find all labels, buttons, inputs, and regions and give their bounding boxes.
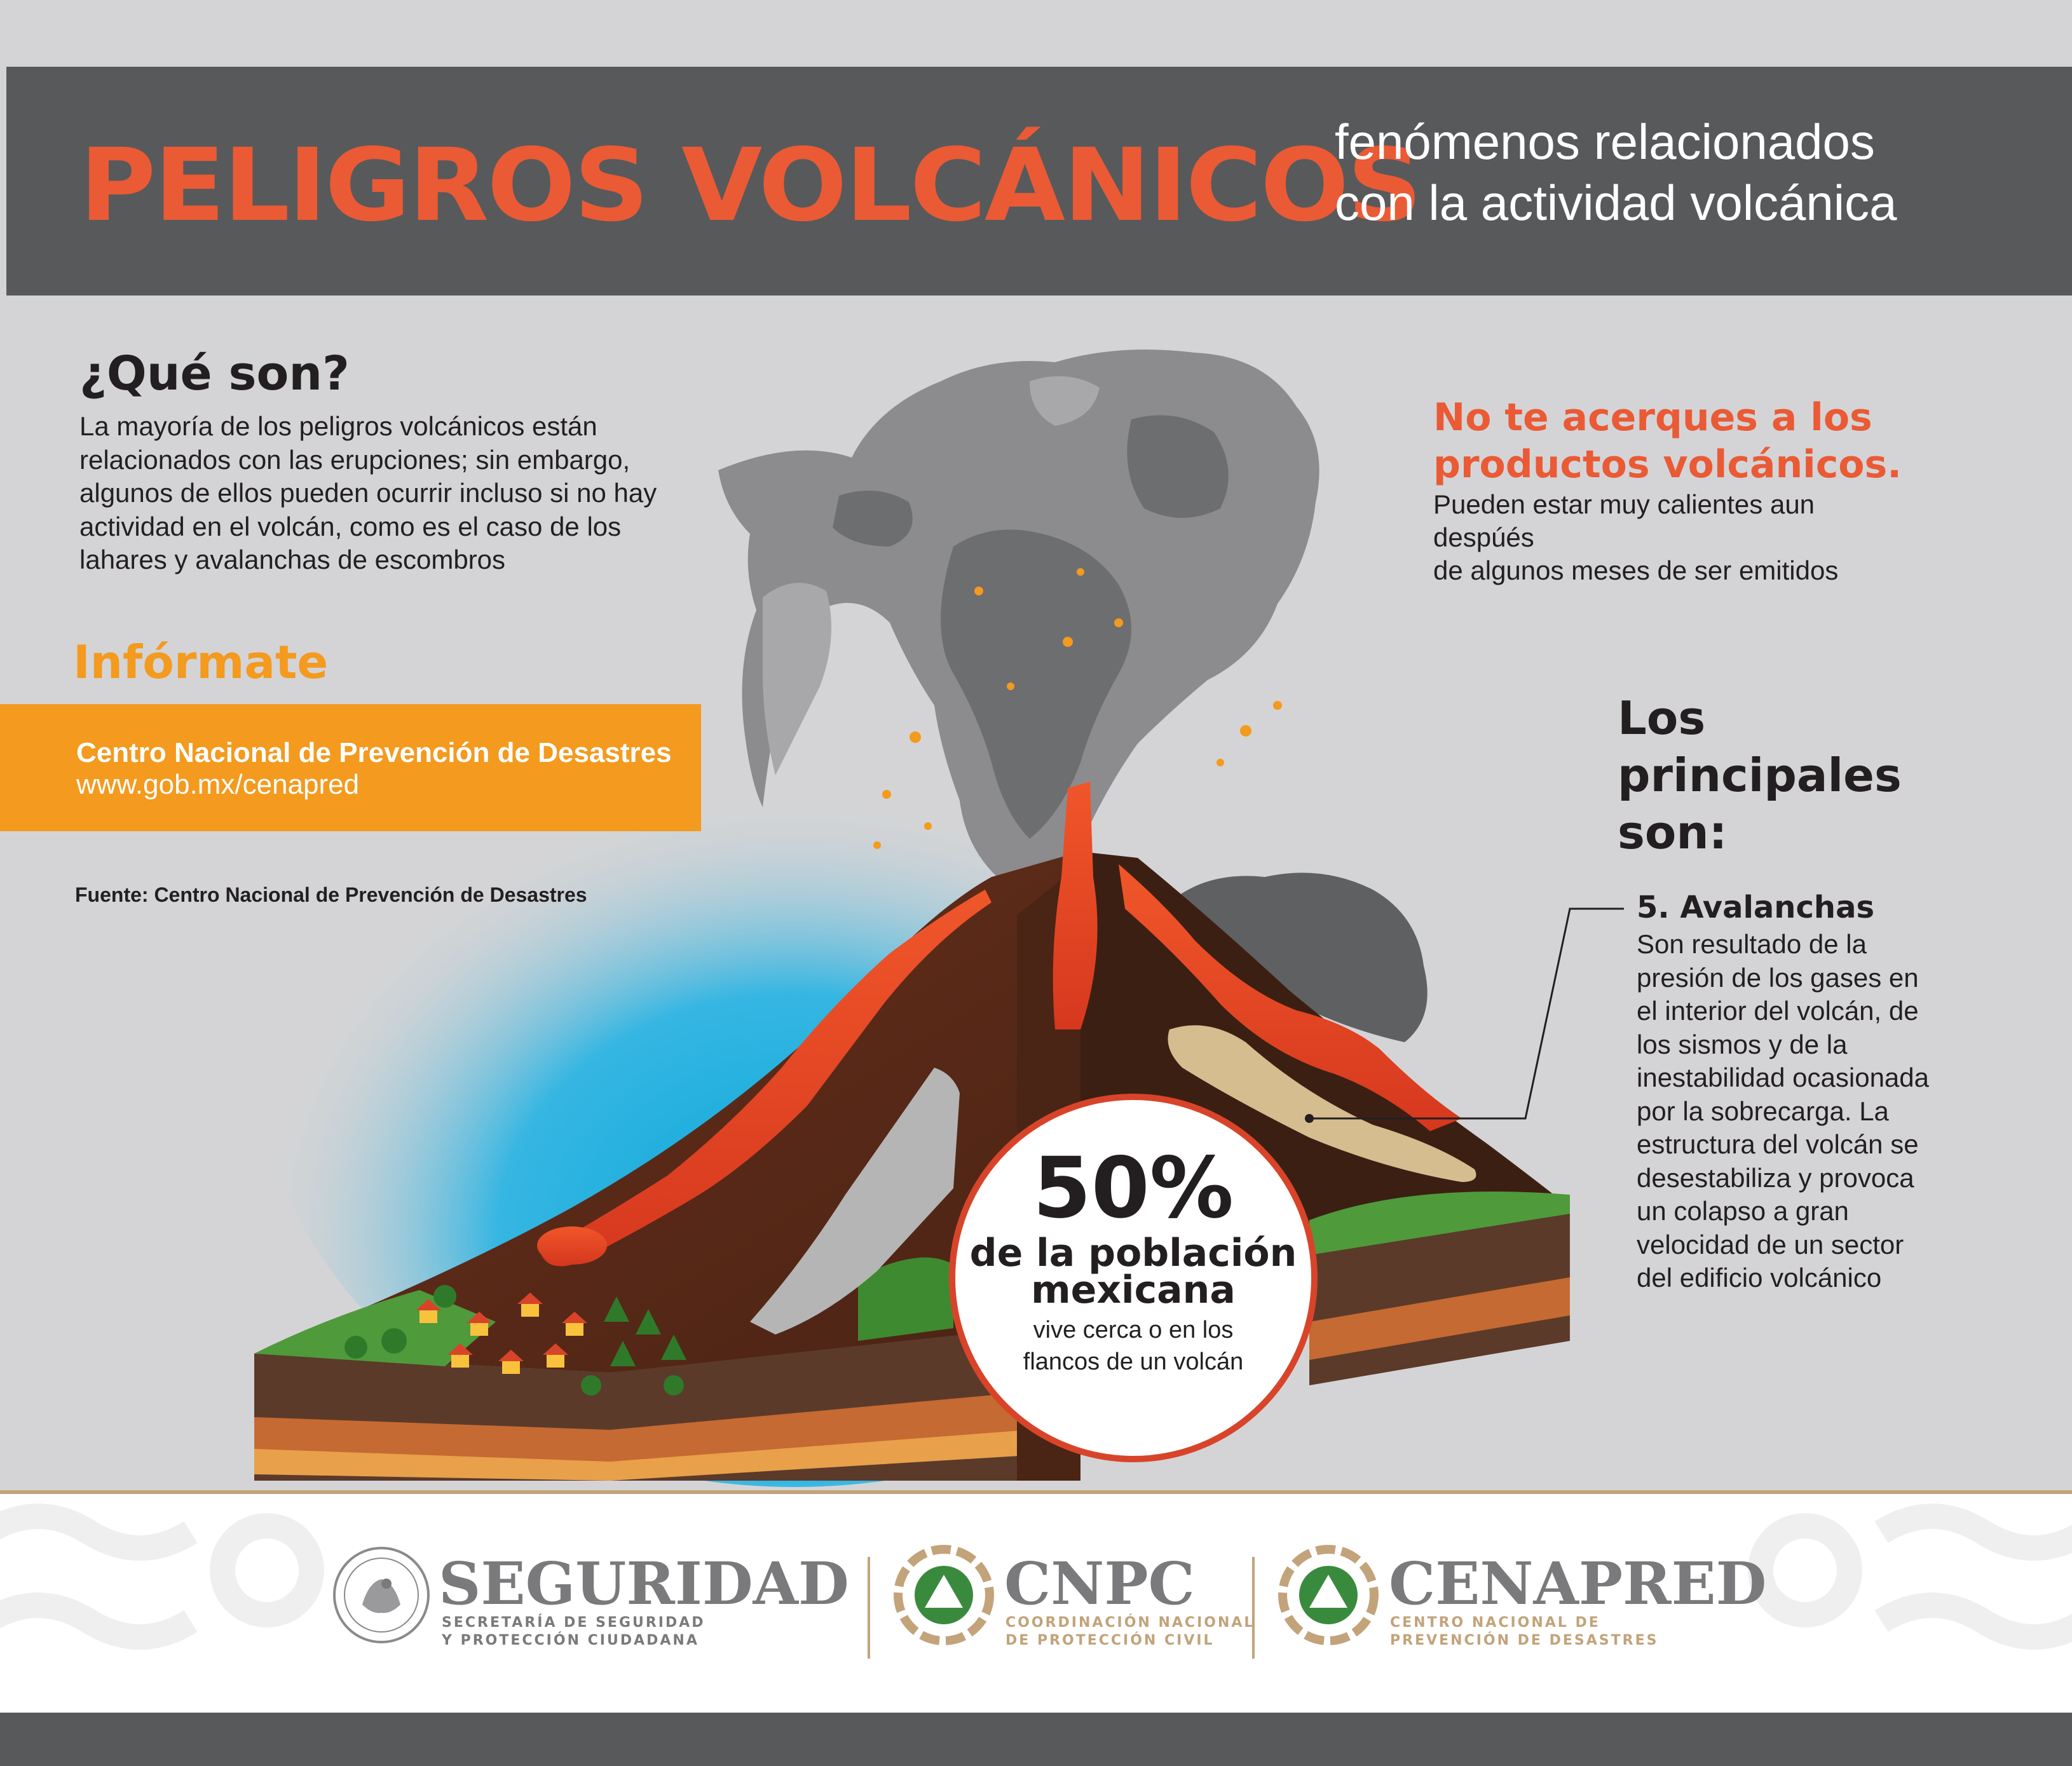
- subtitle-line: fenómenos relacionados: [1335, 114, 1875, 170]
- inform-org-name: Centro Nacional de Prevención de Desastr…: [76, 737, 672, 768]
- cenapred-emblem-icon: [1278, 1545, 1379, 1645]
- warning-body: Pueden estar muy calientes aun despúés d…: [1433, 488, 1891, 587]
- header-banner: [6, 67, 2072, 295]
- inform-url-link[interactable]: www.gob.mx/cenapred: [76, 769, 360, 800]
- lava-embers: [873, 568, 1282, 849]
- item-line: desestabiliza y provoca: [1637, 1162, 1914, 1193]
- callout-dot: [1305, 1114, 1314, 1123]
- warning-body-line: Pueden estar muy calientes aun despúés: [1433, 489, 1815, 552]
- main-heading-line: principales: [1618, 749, 1902, 802]
- footer-divider: [868, 1557, 870, 1659]
- village-houses: [416, 1293, 587, 1374]
- cnpc-brand-name: CNPC: [1004, 1549, 1195, 1618]
- what-heading: ¿Qué son?: [79, 346, 350, 401]
- subtitle-line: con la actividad volcánica: [1335, 175, 1897, 231]
- stat-caption-line: flancos de un volcán: [1023, 1348, 1244, 1375]
- warning-heading: No te acerques a los productos volcánico…: [1433, 394, 1942, 488]
- ash-plume-dark: [833, 415, 1229, 839]
- seguridad-brand-sub: SECRETARÍA DE SEGURIDAD Y PROTECCIÓN CIU…: [442, 1614, 705, 1650]
- lava-flows: [537, 782, 1462, 1267]
- cenapred-brand-sub: CENTRO NACIONAL DE PREVENCIÓN DE DESASTR…: [1390, 1614, 1658, 1650]
- avalanche-block: [1168, 1025, 1476, 1182]
- ash-cloud-flank: [1168, 873, 1428, 1042]
- item-line: Son resultado de la: [1637, 929, 1867, 959]
- stat-label-line: de la población: [969, 1231, 1297, 1275]
- ground-layer-orange: [254, 1392, 1030, 1462]
- footer-pattern: [0, 1504, 2072, 1650]
- stat-number: 50%: [1033, 1139, 1234, 1237]
- item-line: inestabilidad ocasionada: [1637, 1063, 1930, 1092]
- warning-heading-line: No te acerques a los: [1433, 395, 1872, 440]
- ground-layer-right-orange: [1309, 1277, 1570, 1360]
- what-line: relacionados con las erupciones; sin emb…: [79, 444, 630, 475]
- trees: [344, 1285, 686, 1396]
- hazard-item-title: 5. Avalanchas: [1637, 890, 1875, 925]
- mexico-coat-of-arms-seal: [333, 1547, 430, 1643]
- brand-sub-line: COORDINACIÓN NACIONAL: [1005, 1615, 1255, 1631]
- brand-sub-line: CENTRO NACIONAL DE: [1390, 1615, 1600, 1631]
- cnpc-emblem-icon: [894, 1545, 994, 1645]
- rock-avalanche-deposit: [750, 1068, 960, 1335]
- main-heading-line: son:: [1618, 806, 1728, 859]
- item-line: el interior del volcán, de: [1637, 996, 1919, 1026]
- green-field-center: [858, 1257, 953, 1341]
- item-line: un colapso a gran: [1637, 1196, 1849, 1226]
- item-line: los sismos y de la: [1637, 1029, 1848, 1059]
- inform-heading: Infórmate: [73, 635, 329, 689]
- warning-heading-line: productos volcánicos.: [1433, 442, 1902, 487]
- brand-sub-line: PREVENCIÓN DE DESASTRES: [1390, 1633, 1659, 1648]
- item-line: presión de los gases en: [1637, 962, 1919, 993]
- source-citation: Fuente: Centro Nacional de Prevención de…: [75, 883, 587, 906]
- brand-sub-line: SECRETARÍA DE SEGURIDAD: [442, 1615, 705, 1631]
- callout-leader-line: [1309, 907, 1624, 1120]
- item-line: velocidad de un sector: [1637, 1229, 1904, 1260]
- cenapred-brand-name: CENAPRED: [1389, 1549, 1767, 1618]
- page-title: PELIGROS VOLCÁNICOS: [79, 127, 1422, 244]
- seguridad-brand-name: SEGURIDAD: [439, 1549, 849, 1618]
- ground-layer-sand: [254, 1430, 1030, 1481]
- main-hazards-heading: Los principales son:: [1618, 689, 1948, 861]
- hazard-item-description: Son resultado de la presión de los gases…: [1637, 928, 1993, 1295]
- stat-label-line: mexicana: [1031, 1268, 1236, 1312]
- item-line: del edificio volcánico: [1637, 1263, 1882, 1293]
- what-body: La mayoría de los peligros volcánicos es…: [79, 410, 709, 577]
- item-line: por la sobrecarga. La: [1637, 1096, 1889, 1126]
- what-line: lahares y avalanchas de escombros: [79, 545, 506, 574]
- stat-circle: [949, 1094, 1318, 1462]
- page-subtitle: fenómenos relacionados con la actividad …: [1335, 111, 2047, 233]
- green-field-right: [1309, 1192, 1570, 1255]
- footer-divider: [1252, 1557, 1255, 1659]
- ash-plume-light: [763, 376, 1100, 775]
- what-line: algunos de ellos pueden ocurrir incluso …: [79, 478, 657, 508]
- stat-caption-line: vive cerca o en los: [1033, 1317, 1234, 1343]
- what-line: actividad en el volcán, como es el caso …: [79, 511, 622, 541]
- inform-box: [0, 704, 701, 831]
- warning-body-line: de algunos meses de ser emitidos: [1433, 555, 1839, 585]
- stat-caption: vive cerca o en los flancos de un volcán: [1000, 1314, 1267, 1378]
- cnpc-brand-sub: COORDINACIÓN NACIONAL DE PROTECCIÓN CIVI…: [1005, 1614, 1255, 1650]
- item-line: estructura del volcán se: [1637, 1129, 1919, 1159]
- brand-sub-line: Y PROTECCIÓN CIUDADANA: [442, 1633, 699, 1648]
- main-heading-line: Los: [1618, 691, 1706, 745]
- brand-sub-line: DE PROTECCIÓN CIVIL: [1005, 1633, 1215, 1648]
- what-line: La mayoría de los peligros volcánicos es…: [79, 411, 597, 441]
- bottom-bar: [0, 1713, 2072, 1766]
